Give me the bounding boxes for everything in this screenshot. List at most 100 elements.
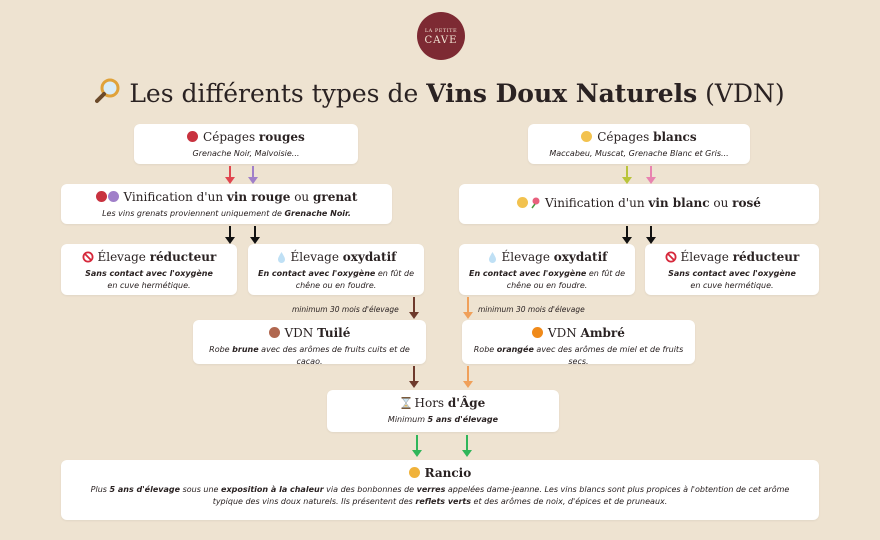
vin-blanc-bold: vin blanc <box>648 196 710 210</box>
amber-dot-icon <box>408 467 420 478</box>
hors-age-title-pre: Hors <box>414 396 448 410</box>
title-bold: Vins Doux Naturels <box>426 79 698 108</box>
rancio-title: Rancio <box>424 466 472 480</box>
arrow-to-ambre <box>463 297 473 319</box>
minimum-note-left: minimum 30 mois d'élevage <box>292 305 399 314</box>
la-petite-cave-logo: LA PETITE CAVE <box>417 12 465 60</box>
arrow-rouges-red <box>225 166 235 184</box>
vin-rouge-pre: Vinification d'un <box>123 190 227 204</box>
red-right-title-pre: Élevage <box>680 250 733 264</box>
red-right-title-bold: réducteur <box>732 250 800 264</box>
hors-age-box: Hors d'Âge Minimum 5 ans d'élevage <box>327 390 559 432</box>
tuile-sub-pre: Robe <box>209 345 233 354</box>
rancio-b4: reflets verts <box>415 497 472 506</box>
arrow-blancs-yellow <box>622 166 632 184</box>
red-left-sub: en cuve hermétique. <box>107 281 191 290</box>
hors-age-sub-pre: Minimum <box>387 415 428 424</box>
elevage-reducteur-left-box: Élevage réducteur Sans contact avec l'ox… <box>61 244 237 295</box>
arrow-to-reducteur-left <box>225 226 235 244</box>
hors-age-sub-bold: 5 ans d'élevage <box>427 415 499 424</box>
oxy-right-sub: en fût de chêne ou en foudre. <box>506 269 625 290</box>
vin-rouge-sub-pre: Les vins grenats proviennent uniquement … <box>102 209 285 218</box>
ambre-sub-post: avec des arômes de miel et de fruits sec… <box>533 345 684 366</box>
vdn-ambre-box: VDN Ambré Robe orangée avec des arômes d… <box>462 320 695 366</box>
droplet-icon <box>488 252 496 263</box>
oxy-left-title-pre: Élevage <box>290 250 343 264</box>
ambre-title-bold: Ambré <box>580 326 625 340</box>
title-pre: Les différents types de <box>129 79 427 108</box>
oxy-right-title-pre: Élevage <box>501 250 554 264</box>
rose-icon <box>531 197 540 209</box>
vinification-blanc-box: Vinification d'un vin blanc ou rosé <box>459 184 819 224</box>
red-dot-icon <box>187 131 199 142</box>
rancio-box: Rancio Plus 5 ans d'élevage sous une exp… <box>61 460 819 520</box>
arrow-rouges-purple <box>248 166 258 184</box>
arrow-to-rancio-right <box>462 435 472 457</box>
title-post: (VDN) <box>697 79 785 108</box>
yellow-dot-icon <box>517 197 529 208</box>
hors-age-title-bold: d'Âge <box>447 396 486 410</box>
blancs-title-pre: Cépages <box>597 130 654 144</box>
red-right-sub-bold: Sans contact avec l'oxygène <box>668 269 796 278</box>
vin-blanc-pre: Vinification d'un <box>544 196 649 210</box>
arrow-to-oxydatif-left <box>250 226 260 244</box>
arrow-to-reducteur-right <box>646 226 656 244</box>
tuile-sub-post: avec des arômes de fruits cuits et de ca… <box>258 345 410 366</box>
prohibited-icon <box>82 251 94 263</box>
rancio-p2: sous une <box>180 485 222 494</box>
arrow-to-tuile <box>409 297 419 319</box>
vinification-rouge-box: Vinification d'un vin rouge ou grenat Le… <box>61 184 392 224</box>
red-left-title-bold: réducteur <box>149 250 217 264</box>
arrow-tuile-to-hors-age <box>409 366 419 388</box>
tuile-title-bold: Tuilé <box>317 326 351 340</box>
red-dot-icon <box>95 191 107 202</box>
vin-rouge-sub-bold: Grenache Noir. <box>284 209 351 218</box>
elevage-oxydatif-left-box: Élevage oxydatif En contact avec l'oxygè… <box>248 244 424 295</box>
tuile-sub-bold: brune <box>232 345 259 354</box>
rancio-p5: et des arômes de noix, d'épices et de pr… <box>471 497 668 506</box>
rancio-p4: appelées dame-jeanne. Les vins blancs so… <box>212 485 790 506</box>
arrow-ambre-to-hors-age <box>463 366 473 388</box>
oxy-right-title-bold: oxydatif <box>553 250 608 264</box>
oxy-right-sub-bold: En contact avec l'oxygène <box>468 269 587 278</box>
oxy-left-sub-bold: En contact avec l'oxygène <box>257 269 376 278</box>
rouges-title-bold: rouges <box>258 130 305 144</box>
vin-blanc-mid: ou <box>709 196 733 210</box>
ambre-title-pre: VDN <box>547 326 581 340</box>
vin-blanc-bold2: rosé <box>732 196 761 210</box>
yellow-dot-icon <box>581 131 593 142</box>
rouges-title-pre: Cépages <box>203 130 259 144</box>
hourglass-icon <box>401 397 411 409</box>
rancio-p1: Plus <box>90 485 110 494</box>
prohibited-icon <box>665 251 677 263</box>
logo-line2: CAVE <box>424 35 458 46</box>
rancio-b2: exposition à la chaleur <box>221 485 324 494</box>
cepages-blancs-box: Cépages blancs Maccabeu, Muscat, Grenach… <box>528 124 750 164</box>
page-title: Les différents types de Vins Doux Nature… <box>0 78 880 108</box>
orange-dot-icon <box>532 327 544 338</box>
vdn-tuile-box: VDN Tuilé Robe brune avec des arômes de … <box>193 320 426 366</box>
oxy-left-title-bold: oxydatif <box>342 250 397 264</box>
red-left-title-pre: Élevage <box>97 250 150 264</box>
red-left-sub-bold: Sans contact avec l'oxygène <box>85 269 213 278</box>
vin-rouge-bold: vin rouge <box>226 190 291 204</box>
arrow-blancs-pink <box>646 166 656 184</box>
vin-rouge-bold2: grenat <box>312 190 358 204</box>
elevage-oxydatif-right-box: Élevage oxydatif En contact avec l'oxygè… <box>459 244 635 295</box>
ambre-sub-pre: Robe <box>473 345 497 354</box>
arrow-to-oxydatif-right <box>622 226 632 244</box>
elevage-reducteur-right-box: Élevage réducteur Sans contact avec l'ox… <box>645 244 819 295</box>
logo-line1: LA PETITE <box>424 28 458 34</box>
minimum-note-right: minimum 30 mois d'élevage <box>478 305 585 314</box>
droplet-icon <box>277 252 285 263</box>
blancs-title-bold: blancs <box>653 130 697 144</box>
rancio-b1: 5 ans d'élevage <box>109 485 181 494</box>
cepages-rouges-box: Cépages rouges Grenache Noir, Malvoisie.… <box>134 124 358 164</box>
rancio-p3: via des bonbonnes de <box>323 485 417 494</box>
rouges-subtitle: Grenache Noir, Malvoisie... <box>192 149 300 158</box>
purple-dot-icon <box>107 191 119 202</box>
ambre-sub-bold: orangée <box>496 345 534 354</box>
vin-rouge-mid: ou <box>290 190 313 204</box>
arrow-to-rancio-left <box>412 435 422 457</box>
oxy-left-sub: en fût de chêne ou en foudre. <box>295 269 414 290</box>
